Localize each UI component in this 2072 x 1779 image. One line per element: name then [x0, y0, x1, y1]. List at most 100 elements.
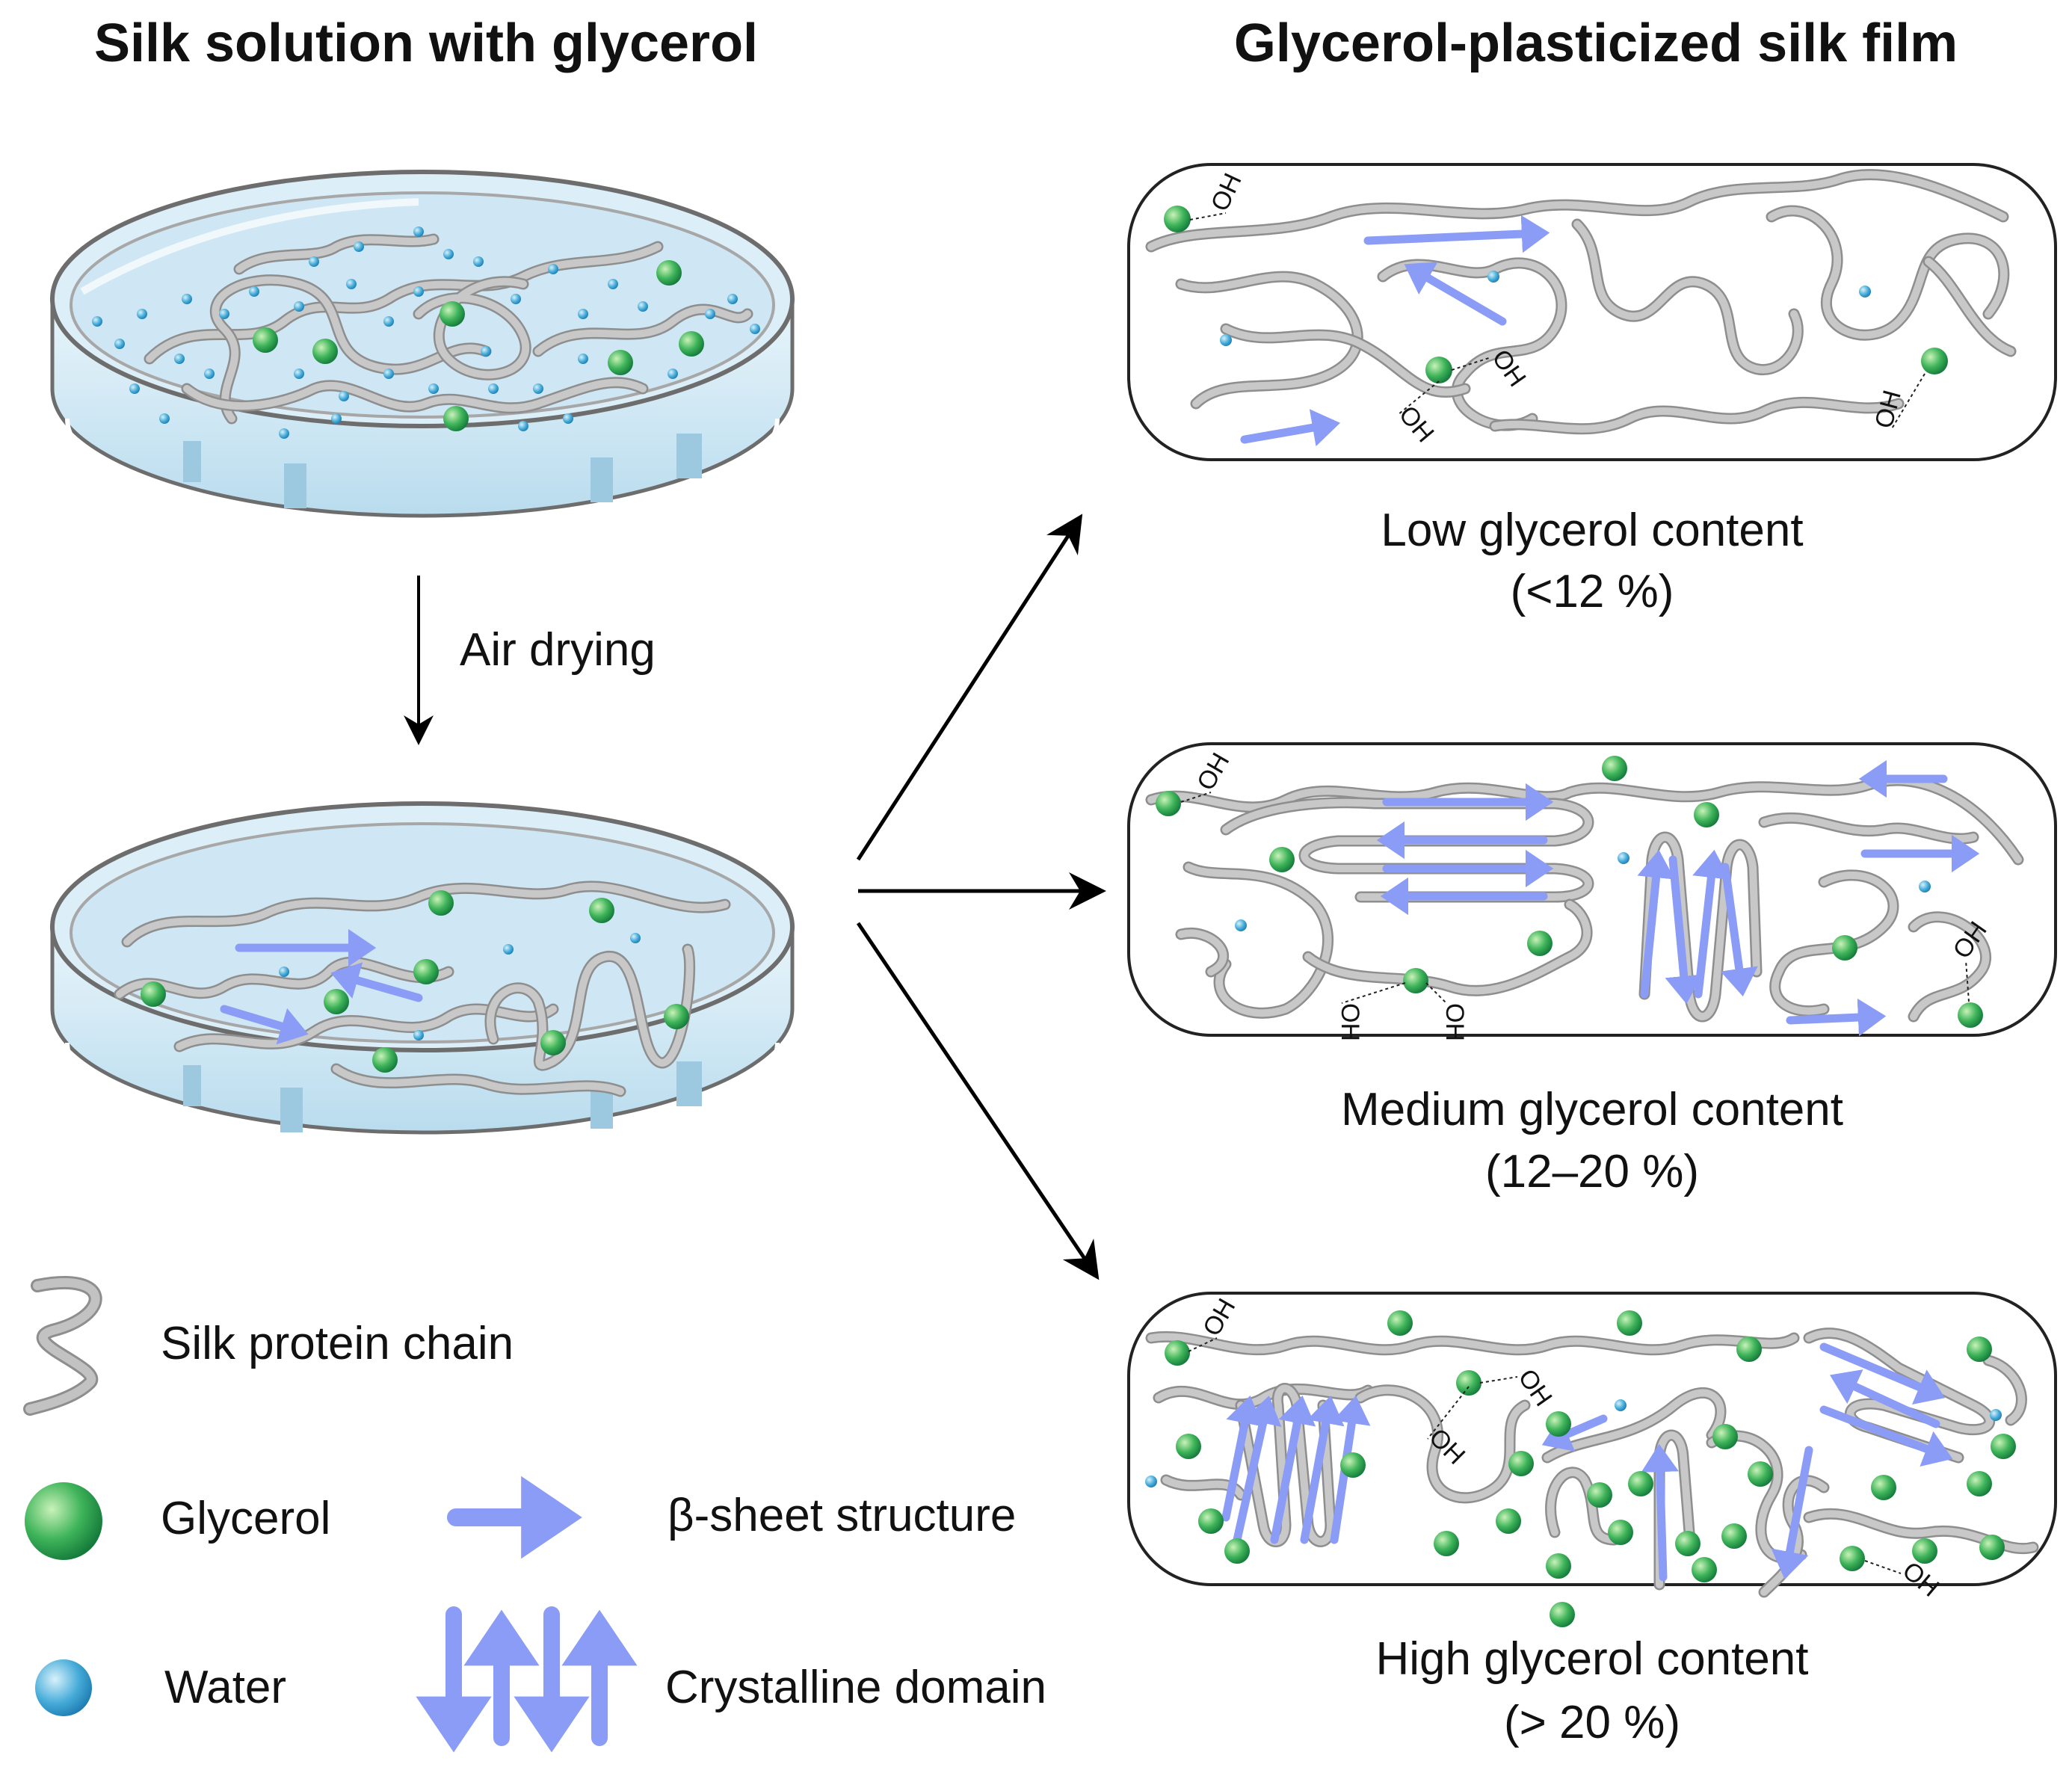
- hydrogen-bond: [1427, 1386, 1470, 1440]
- water-molecule: [331, 413, 342, 424]
- beta-sheet-arrow: [1233, 1396, 1282, 1544]
- silk-chain: [486, 946, 694, 1070]
- petri-dish-dried: [50, 801, 795, 1157]
- beta-sheet-arrow: [220, 1005, 309, 1045]
- hydrogen-bond: [1479, 1376, 1518, 1384]
- water-molecule: [204, 369, 215, 379]
- water-molecule: [563, 413, 573, 424]
- glycerol-molecule: [443, 406, 469, 431]
- silk-chain: [1641, 833, 1760, 1020]
- hydroxyl-label: OH: [1336, 1003, 1364, 1041]
- glycerol-molecule: [1456, 1370, 1481, 1396]
- beta-sheet-arrow: [1300, 1396, 1345, 1544]
- silk-chain: [1304, 901, 1591, 995]
- water-molecule: [518, 421, 528, 431]
- glycerol-molecule: [1958, 1002, 1983, 1028]
- glycerol-molecule: [1840, 1546, 1865, 1571]
- silk-chain: [1547, 1468, 1618, 1544]
- glycerol-molecule: [141, 981, 166, 1007]
- glycerol-molecule: [1176, 1434, 1201, 1459]
- legend-glycerol-label: Glycerol: [161, 1493, 330, 1544]
- glycerol-molecule: [1617, 1310, 1642, 1336]
- silk-chain: [146, 243, 662, 363]
- glycerol-molecule: [679, 331, 704, 357]
- glycerol-molecule: [1967, 1471, 1992, 1496]
- water-molecule: [481, 346, 491, 357]
- air-drying-label: Air drying: [460, 624, 656, 676]
- water-molecule: [137, 309, 147, 319]
- glycerol-molecule: [1165, 1340, 1190, 1366]
- water-molecule: [1919, 881, 1931, 892]
- water-molecule: [1615, 1399, 1627, 1411]
- beta-sheet-arrow: [1363, 215, 1550, 253]
- water-molecule: [1990, 1409, 2002, 1421]
- film-medium-caption-line2: (12–20 %): [1485, 1146, 1699, 1197]
- glycerol-molecule: [1912, 1538, 1937, 1564]
- glycerol-molecule: [1403, 968, 1428, 993]
- silk-chain: [1985, 1357, 2026, 1424]
- hydrogen-bond: [1965, 960, 1970, 1002]
- glycerol-molecule: [1608, 1520, 1633, 1545]
- glycerol-molecule: [253, 327, 278, 353]
- glycerol-molecule: [1550, 1602, 1575, 1627]
- silk-chain: [183, 378, 647, 412]
- water-molecule: [1618, 852, 1629, 864]
- glycerol-molecule: [1269, 847, 1295, 872]
- beta-sheet-arrow: [1221, 1396, 1264, 1522]
- legend-crystalline-icon: [416, 1606, 638, 1753]
- hydrogen-bond: [1180, 792, 1212, 803]
- silk-chain: [123, 882, 729, 946]
- water-molecule: [294, 301, 304, 312]
- silk-chain: [1910, 913, 1990, 1020]
- film-low-caption-line1: Low glycerol content: [1381, 505, 1803, 556]
- film-low-caption-line2: (<12 %): [1511, 566, 1674, 617]
- beta-sheet-arrow: [1641, 1443, 1680, 1582]
- water-molecule: [1145, 1476, 1157, 1487]
- glycerol-molecule: [1496, 1508, 1521, 1534]
- legend: Silk protein chain Glycerol Water β-shee…: [23, 1276, 1046, 1753]
- silk-chain: [1177, 273, 1362, 407]
- water-molecule: [249, 286, 259, 297]
- glycerol-molecule: [1871, 1475, 1896, 1500]
- legend-water-label: Water: [164, 1662, 286, 1713]
- glycerol-molecule: [1736, 1336, 1762, 1362]
- water-molecule: [413, 1030, 424, 1040]
- silk-chain: [1768, 207, 2008, 339]
- legend-chain-label: Silk protein chain: [161, 1318, 514, 1369]
- water-molecule: [219, 309, 229, 319]
- water-molecule: [346, 279, 357, 289]
- glycerol-molecule: [1628, 1471, 1653, 1496]
- beta-sheet-arrow: [1771, 1446, 1813, 1579]
- beta-sheet-arrow: [1270, 1396, 1316, 1544]
- beta-sheet-arrow: [1240, 409, 1341, 447]
- beta-sheet-arrow: [1720, 863, 1758, 997]
- hydrogen-bond: [1341, 982, 1406, 1004]
- glycerol-molecule: [1546, 1553, 1571, 1579]
- water-molecule: [503, 944, 514, 955]
- silk-chain: [534, 305, 751, 355]
- beta-sheet-arrow: [1404, 262, 1507, 326]
- glycerol-molecule: [1712, 1424, 1738, 1449]
- silk-chain: [1925, 258, 2014, 355]
- glycerol-molecule: [413, 959, 439, 984]
- glycerol-molecule: [1921, 348, 1948, 374]
- water-molecule: [279, 966, 289, 977]
- water-molecule: [279, 428, 289, 439]
- glycerol-molecule: [312, 339, 338, 364]
- film-medium-caption-line1: Medium glycerol content: [1341, 1084, 1843, 1135]
- water-molecule: [383, 369, 394, 379]
- silk-chain: [1147, 170, 2007, 250]
- water-molecule: [354, 241, 364, 252]
- hydrogen-bond: [1397, 380, 1440, 416]
- water-molecule: [129, 383, 140, 394]
- silk-chain: [1760, 814, 1977, 843]
- water-molecule: [1859, 286, 1871, 297]
- silk-chain: [1147, 1333, 1798, 1354]
- glycerol-molecule: [1527, 931, 1553, 956]
- glycerol-molecule: [1340, 1452, 1366, 1478]
- beta-sheet-arrow: [330, 962, 423, 1002]
- beta-sheet-arrow: [1786, 998, 1887, 1037]
